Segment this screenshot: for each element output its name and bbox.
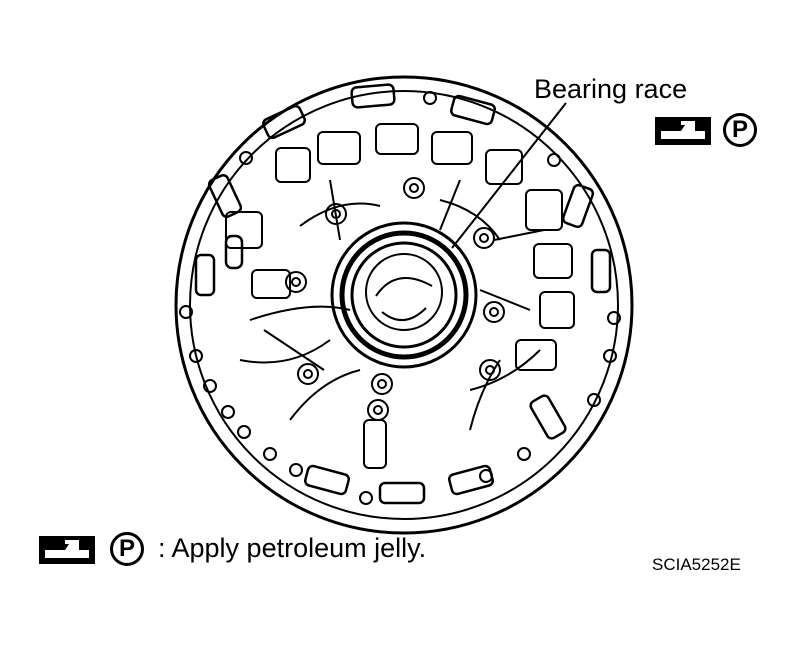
bearing-race-inner <box>350 241 458 349</box>
hub-bore-detail <box>375 277 433 297</box>
bolt <box>297 363 319 385</box>
figure-code: SCIA5252E <box>652 555 741 574</box>
bolt <box>479 359 501 381</box>
bolt <box>325 203 347 225</box>
hub-bore <box>365 253 443 331</box>
petroleum-jelly-applicator-icon <box>39 536 95 564</box>
hub-outer <box>330 221 478 369</box>
bolt <box>285 271 307 293</box>
petroleum-jelly-applicator-icon <box>655 117 711 145</box>
p-badge-icon: P <box>723 113 757 147</box>
bolt <box>483 301 505 323</box>
bolt <box>371 373 393 395</box>
bearing-race-label: Bearing race <box>534 74 688 104</box>
p-badge-icon: P <box>110 532 144 566</box>
inner-housing-ring <box>189 90 619 520</box>
outer-housing-ring <box>174 75 634 535</box>
legend-text: : Apply petroleum jelly. <box>158 533 427 563</box>
bolt <box>403 177 425 199</box>
bolt <box>367 399 389 421</box>
bearing-race-ring <box>339 230 469 360</box>
bolt <box>473 227 495 249</box>
bearing-race-leader <box>451 102 567 249</box>
